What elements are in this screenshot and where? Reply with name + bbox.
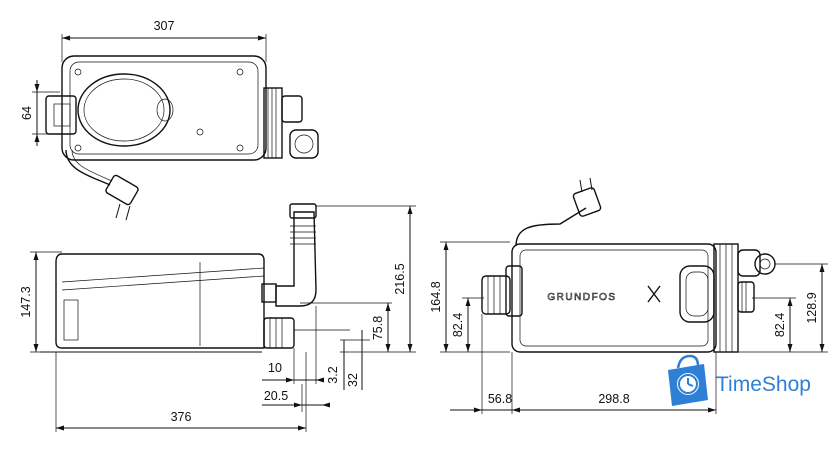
timeshop-watermark: TimeShop <box>668 354 811 406</box>
dim-end-56-8: 56.8 <box>488 392 512 406</box>
watermark-text: TimeShop <box>716 373 811 396</box>
dim-side-32: 32 <box>346 373 360 387</box>
dim-side-inlet-height: 75.8 <box>371 316 385 340</box>
dim-end-inlet-left: 82.4 <box>451 313 465 337</box>
top-view: 307 64 <box>20 19 319 221</box>
dim-side-height: 147.3 <box>19 286 33 317</box>
dim-side-width: 376 <box>171 410 192 424</box>
dim-end-inlet-right: 82.4 <box>773 313 787 337</box>
dim-top-height: 64 <box>20 106 34 120</box>
dim-end-outlet: 128.9 <box>805 292 819 323</box>
dim-side-outlet-height: 216.5 <box>393 263 407 294</box>
shopping-bag-clock-icon <box>668 354 708 406</box>
dim-end-height: 164.8 <box>429 281 443 312</box>
grundfos-logo: GRUNDFOS <box>547 292 616 303</box>
dim-end-298-8: 298.8 <box>598 392 629 406</box>
side-view: 147.3 216.5 75.8 <box>19 203 416 432</box>
dim-side-20-5: 20.5 <box>264 389 288 403</box>
dim-side-3-2: 3.2 <box>326 366 340 383</box>
dim-side-10: 10 <box>268 361 282 375</box>
end-view: 164.8 82.4 GRUNDFOS <box>429 177 828 414</box>
dim-top-width: 307 <box>154 19 175 33</box>
